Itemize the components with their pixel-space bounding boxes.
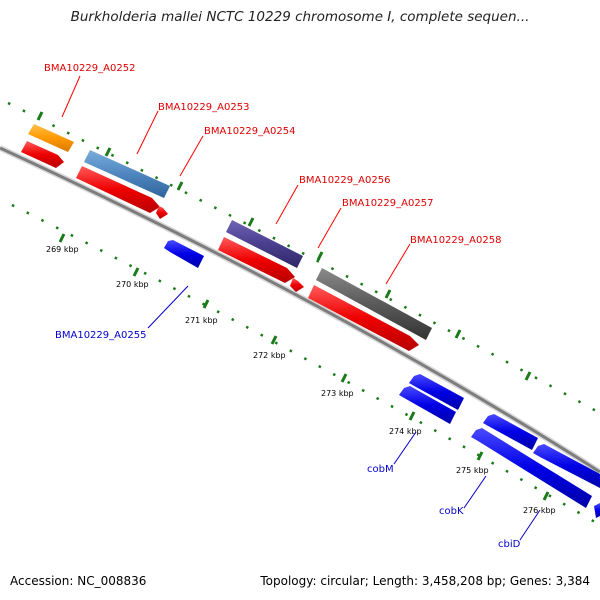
gene-arrow-upper-3[interactable] — [533, 444, 600, 488]
map-title: Burkholderia mallei NCTC 10229 chromosom… — [70, 9, 530, 25]
gene-label-BMA10229_A0253[interactable]: BMA10229_A0253 — [158, 102, 249, 113]
gene-label-cbiD[interactable]: cbiD — [498, 539, 521, 550]
tick-label: 274 kbp — [389, 427, 422, 436]
gene-label-BMA10229_A0254[interactable]: BMA10229_A0254 — [204, 126, 295, 137]
genome-backbone-line — [0, 146, 600, 474]
topology-text: Topology: circular; Length: 3,458,208 bp… — [260, 574, 590, 588]
accession-text: Accession: NC_008836 — [10, 574, 147, 588]
feature-track-outer — [28, 124, 432, 340]
tick-label: 273 kbp — [321, 389, 354, 398]
gene-arrow-BMA10229_A0255[interactable] — [164, 240, 204, 268]
gene-arrow-cobM[interactable] — [399, 386, 456, 424]
gene-arrow-BMA10229_A0253[interactable] — [76, 166, 160, 213]
gene-track-minus — [164, 240, 600, 518]
gene-track-plus — [21, 141, 419, 351]
label-callouts — [61, 75, 541, 541]
gene-arrow-BMA10229_A0258[interactable] — [308, 285, 419, 351]
gene-label-BMA10229_A0258[interactable]: BMA10229_A0258 — [410, 235, 501, 246]
tick-label: 270 kbp — [116, 280, 149, 289]
gene-arrow-BMA10229_A0257[interactable] — [290, 278, 304, 292]
feature-purple[interactable] — [226, 220, 303, 268]
tick-label: 269 kbp — [46, 245, 79, 254]
gene-arrow-upper-2[interactable] — [483, 414, 538, 450]
gene-label-BMA10229_A0252[interactable]: BMA10229_A0252 — [44, 63, 135, 74]
tick-label: 275 kbp — [456, 466, 489, 475]
gene-label-cobK[interactable]: cobK — [439, 506, 464, 517]
gene-arrow-upper-1[interactable] — [409, 374, 464, 410]
tick-label: 271 kbp — [185, 316, 218, 325]
feature-gray[interactable] — [316, 268, 432, 340]
major-ticks — [36, 111, 550, 501]
gene-arrow-cobK[interactable] — [471, 428, 592, 508]
feature-orange[interactable] — [28, 124, 74, 152]
gene-label-BMA10229_A0255[interactable]: BMA10229_A0255 — [55, 330, 146, 341]
gene-arrow-BMA10229_A0252[interactable] — [21, 141, 64, 168]
feature-steel[interactable] — [84, 150, 170, 198]
gene-label-BMA10229_A0257[interactable]: BMA10229_A0257 — [342, 198, 433, 209]
gene-label-BMA10229_A0256[interactable]: BMA10229_A0256 — [299, 175, 390, 186]
tick-label: 272 kbp — [253, 351, 286, 360]
outer-tick-ring — [7, 101, 599, 414]
gene-label-cobM[interactable]: cobM — [367, 464, 394, 475]
gene-arrow-cbiD[interactable] — [594, 503, 600, 518]
gene-arrow-BMA10229_A0256[interactable] — [218, 237, 295, 283]
gene-arrow-BMA10229_A0254[interactable] — [156, 206, 168, 219]
inner-tick-ring — [11, 203, 600, 527]
